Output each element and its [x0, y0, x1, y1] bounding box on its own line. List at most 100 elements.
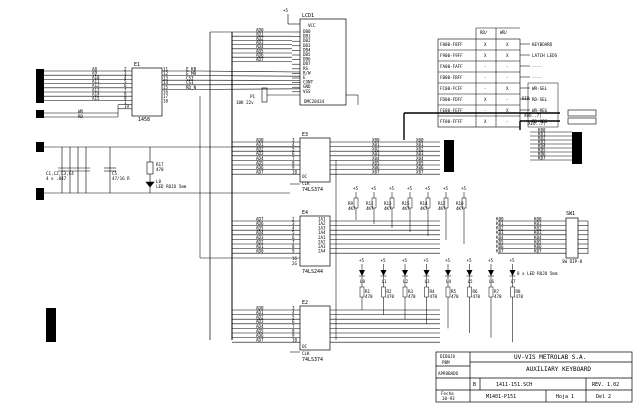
u2-pins-in-signal: AD7 — [256, 338, 264, 343]
title-aprobado-label: APROBADO — [438, 371, 459, 376]
u3-pins-out-signal: X00 — [372, 137, 380, 142]
pullup-label: R14 — [420, 201, 428, 206]
memmap-addr: FC00-FCFF — [440, 86, 463, 91]
u2-pins-pin-num: 6 — [292, 319, 295, 324]
led-r-label: R6 — [473, 289, 479, 294]
led-r-value: 470 — [494, 294, 502, 299]
led-label: L5 — [468, 279, 474, 284]
u3-pins-in-signal: AD3 — [256, 151, 264, 156]
lcd-pin-label: DB3 — [303, 43, 311, 48]
u1-in-signal: A8 — [92, 66, 98, 71]
u2-pins-in-signal: AD0 — [256, 305, 264, 310]
led-label: L7 — [511, 279, 517, 284]
dip-part: SW DIP-8 — [562, 259, 583, 264]
led-r-value: 470 — [473, 294, 481, 299]
lcd-bus-signal: AD0 — [256, 27, 264, 32]
memmap-desc: ---- — [532, 75, 542, 80]
u4-pins-pin-name: 1A3 — [318, 226, 326, 231]
u3-part: 74LS374 — [302, 187, 323, 193]
r17-value: 470 — [156, 167, 164, 172]
u2-oc: OC — [302, 344, 308, 349]
pullup-label: R11 — [366, 201, 374, 206]
u1-in-pin: 6 — [124, 83, 127, 88]
u3-pins-out-signal-2: X02 — [416, 147, 424, 152]
dip-key-label: K03 — [496, 230, 504, 235]
u4-ctl-label: 1G — [292, 256, 298, 261]
led-resistor — [402, 286, 408, 298]
memmap-addr: FD00-FDFF — [440, 97, 463, 102]
connector-wr-rd — [36, 110, 44, 118]
led-r-label: R5 — [451, 289, 457, 294]
lcd-rail-label: +5 — [283, 8, 289, 13]
led-symbol — [488, 270, 494, 276]
led-rail: +5 — [510, 258, 516, 263]
u3-pins-out-signal-2: X05 — [416, 160, 424, 165]
lcd-pin-label: E — [303, 75, 306, 80]
u1-out-pin: 12 — [163, 71, 169, 76]
u1-out-signal: E_MR — [186, 71, 197, 76]
u3-pins-in-signal: AD7 — [256, 170, 264, 175]
u4-pins-pin-num: 5 — [292, 230, 295, 235]
memmap-desc: RD-SEL — [532, 97, 548, 102]
u4-ctl-label: 2G — [292, 261, 298, 266]
u2-chip — [299, 305, 331, 351]
dip-key-label-2: K07 — [534, 249, 542, 254]
lcd-pin-label: DB2 — [303, 38, 311, 43]
memmap-wr: - — [506, 97, 509, 102]
u1-out-pin: 16 — [163, 89, 169, 94]
memmap-rd: - — [484, 64, 487, 69]
memmap-desc: RD-REG — [532, 119, 548, 124]
memmap-addr: F800-F8FF — [440, 42, 463, 47]
u3-pins-in-signal: AD2 — [256, 147, 264, 152]
u1-out-pin: 18 — [163, 99, 169, 104]
led-r-value: 470 — [408, 294, 416, 299]
pullup-resistors: +5R94K7+5R114K7+5R134K7+5R154K7+5R144K7+… — [348, 186, 467, 244]
dip-key-label: K06 — [496, 244, 504, 249]
led-symbol — [423, 270, 430, 276]
u3-pins-out-signal: X01 — [372, 142, 380, 147]
led-label: L0 — [360, 279, 366, 284]
pullup-rail: +5 — [425, 186, 431, 191]
u4-pins-in-signal: AD1 — [256, 244, 264, 249]
pullup-value: 4K7 — [402, 206, 410, 211]
memmap-addr: FB00-FBFF — [440, 75, 463, 80]
lcd-bus-signal: AD2 — [256, 36, 264, 41]
title-of: Del 2 — [596, 394, 611, 400]
caps-label: C1,C2,C3,C4 — [46, 171, 74, 176]
u4-pins-pin-name: 2A4 — [318, 249, 326, 254]
pot-value: 10K 22v — [236, 100, 254, 105]
lcd-ref: LCD1 — [302, 13, 314, 19]
key-label: K05 — [538, 147, 546, 152]
dip-key-label: K05 — [496, 239, 504, 244]
led-resistor — [381, 286, 386, 298]
u3-pins-pin-num: 3 — [292, 137, 295, 142]
u2-part: 74LS374 — [302, 357, 323, 363]
memmap-wr: X — [506, 42, 509, 47]
memmap-wr: X — [506, 53, 509, 58]
x00-bus-label: XOO..7] — [524, 113, 542, 118]
key-label: K04 — [538, 143, 546, 148]
u1-in-signal: A12 — [92, 83, 100, 88]
memmap-desc: KEYBOARD — [532, 42, 553, 47]
lcd-pin-label: DB6 — [303, 57, 311, 62]
led-r-label: R3 — [408, 289, 414, 294]
key-label: K00 — [538, 127, 546, 132]
u3-pins-pin-num: 8 — [292, 160, 295, 165]
led-resistor — [359, 286, 365, 298]
u4-pins-pin-name: 2A3 — [318, 244, 326, 249]
led-note: 8 x LED ROJO 5mm — [517, 271, 558, 276]
u3-pins-in-signal: AD5 — [256, 160, 264, 165]
dip-key-label: K07 — [496, 249, 504, 254]
key-label: K06 — [538, 151, 546, 156]
pot-ref: P1 — [250, 94, 256, 99]
lcd-part: DMC20434 — [304, 99, 325, 104]
u3-pins-out-signal-2: X06 — [416, 165, 424, 170]
wiring — [160, 94, 359, 353]
u4-pins-in-signal: AD7 — [256, 216, 264, 221]
u4-pins-pin-name: 1A4 — [318, 230, 326, 235]
led-rail: +5 — [402, 258, 408, 263]
u4-ref: E4 — [302, 210, 308, 216]
